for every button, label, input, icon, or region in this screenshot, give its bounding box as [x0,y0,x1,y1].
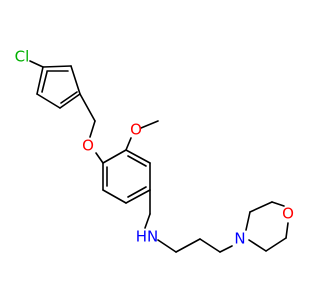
bond-layer [29,60,289,253]
bond [79,93,96,122]
bond [125,137,132,151]
bond [95,152,104,164]
bond [199,238,221,253]
bond [219,245,233,253]
morpholine-oxygen-atom-label: O [282,205,294,223]
bond [127,186,147,198]
bond [70,65,81,95]
ether-oxygen-atom-label: O [82,137,94,155]
bond [271,201,285,207]
bond [42,65,72,68]
bond [265,237,287,252]
bond [125,189,151,204]
bond [248,239,267,252]
bond [36,66,44,95]
bond [249,201,273,213]
bond [157,239,177,253]
bond [29,60,44,68]
bond [41,71,48,93]
methoxy-oxygen-atom-label: O [130,121,142,139]
bond [125,149,151,164]
bond [89,120,96,138]
molecule-structure-diagram: Cl O O HN N O [15,48,294,253]
atom-label-layer: Cl O O HN N O [15,48,294,248]
bond [59,93,81,109]
bond [140,120,159,129]
bond [102,189,127,204]
bond [245,211,251,231]
bond [285,222,289,239]
morpholine-nitrogen-atom-label: N [234,230,245,248]
bond [102,149,127,164]
bond [144,213,151,229]
chlorine-atom-label: Cl [15,48,30,66]
bond [60,91,78,104]
bond [127,155,147,167]
amine-nh-atom-label: HN [136,228,159,246]
bond [175,238,201,253]
bond [36,93,61,109]
